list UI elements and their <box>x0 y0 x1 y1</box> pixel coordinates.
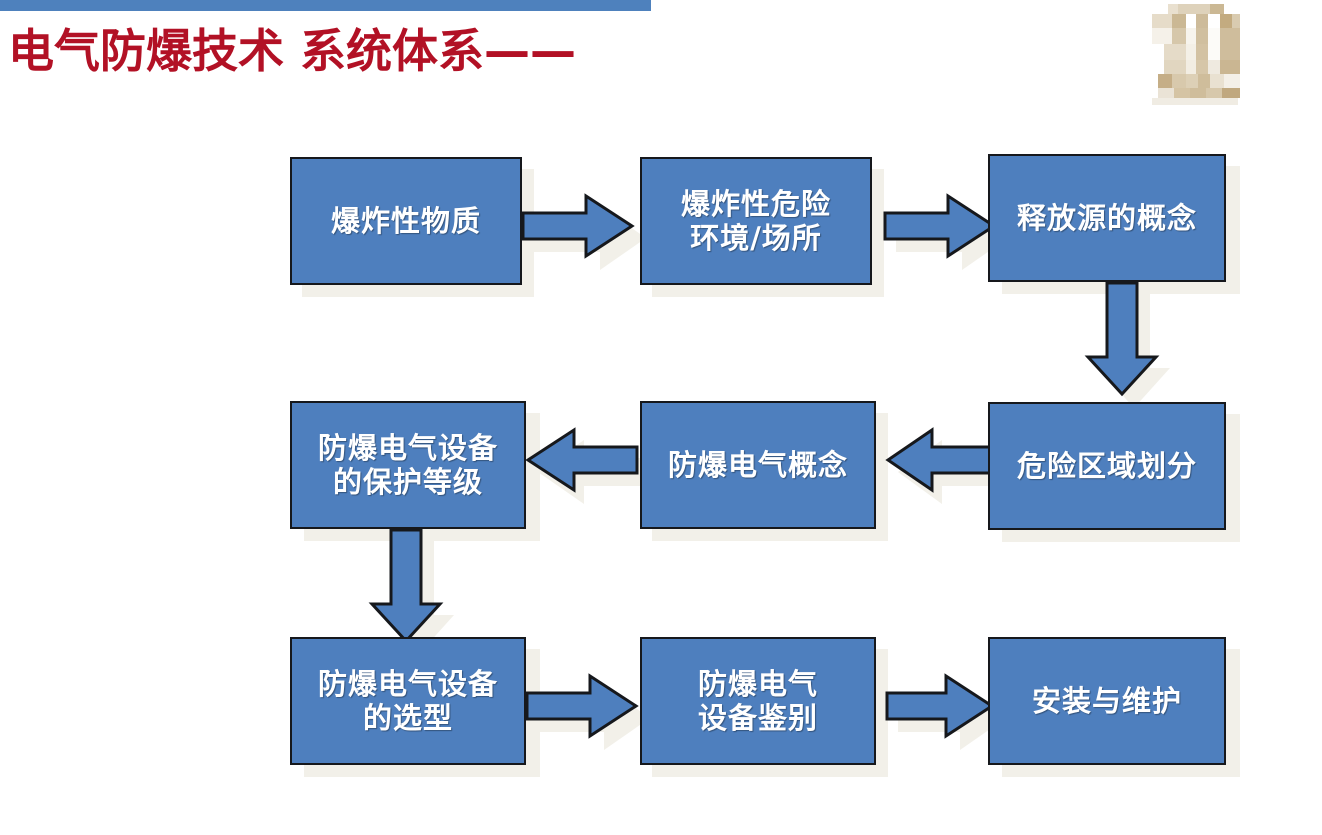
logo-icon <box>1148 2 1242 105</box>
flow-node-n7[interactable]: 防爆电气设备 的选型 <box>290 637 526 765</box>
flow-arrow-n6-n7 <box>368 528 444 644</box>
node-label-line: 的选型 <box>362 701 453 735</box>
node-label-line: 危险区域划分 <box>1016 448 1197 483</box>
node-label-line: 防爆电气 <box>697 666 818 701</box>
flow-node-n3[interactable]: 释放源的概念 <box>988 154 1226 282</box>
flow-arrow-n3-n4 <box>1084 281 1160 397</box>
flow-arrow-n7-n8 <box>525 673 639 739</box>
node-label-line: 释放源的概念 <box>1016 200 1197 235</box>
flow-node-n5[interactable]: 防爆电气概念 <box>640 401 876 529</box>
flow-arrow-n1-n2 <box>521 193 635 259</box>
node-label-line: 爆炸性物质 <box>330 203 481 238</box>
flow-arrow-n4-n5 <box>885 427 993 493</box>
flow-arrow-n2-n3 <box>883 193 997 259</box>
flow-arrow-n8-n9 <box>885 673 995 739</box>
flow-node-n2[interactable]: 爆炸性危险 环境/场所 <box>640 157 872 285</box>
node-label-line: 防爆电气设备 <box>317 430 498 465</box>
flow-node-n8[interactable]: 防爆电气 设备鉴别 <box>640 637 876 765</box>
node-label-line: 安装与维护 <box>1031 683 1182 718</box>
node-label-line: 防爆电气设备 <box>317 666 498 701</box>
page-title: 电气防爆技术 系统体系—— <box>8 24 577 78</box>
flow-node-n9[interactable]: 安装与维护 <box>988 637 1226 765</box>
company-logo-blurred <box>1148 2 1242 105</box>
node-label-line: 设备鉴别 <box>697 701 818 735</box>
flow-arrow-n5-n6 <box>525 427 639 493</box>
title-rule <box>0 0 651 11</box>
flow-node-n6[interactable]: 防爆电气设备 的保护等级 <box>290 401 526 529</box>
flow-node-n4[interactable]: 危险区域划分 <box>988 402 1226 530</box>
node-label-line: 的保护等级 <box>332 465 483 499</box>
node-label-line: 防爆电气概念 <box>667 447 848 482</box>
flow-node-n1[interactable]: 爆炸性物质 <box>290 157 522 285</box>
node-label-line: 爆炸性危险 <box>680 186 831 221</box>
node-label-line: 环境/场所 <box>690 221 822 255</box>
